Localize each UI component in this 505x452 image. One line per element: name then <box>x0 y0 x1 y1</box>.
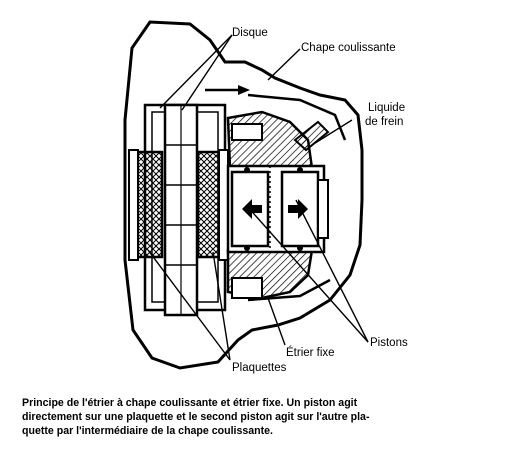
brake-caliper-diagram <box>123 20 369 370</box>
figure-caption: Principe de l'étrier à chape coulissante… <box>22 396 492 438</box>
caption-line-3: quette par l'intermédiaire de la chape c… <box>22 425 273 437</box>
label-liquide-2: de frein <box>365 116 404 128</box>
pad-left <box>134 150 164 259</box>
label-chape: Chape coulissante <box>301 42 396 54</box>
piston-arrow-right <box>298 199 308 219</box>
fluid-inlet <box>293 120 330 152</box>
label-plaquettes: Plaquettes <box>232 362 287 374</box>
caption-line-2: directement sur une plaquette et le seco… <box>22 411 370 423</box>
piston-arrow-left <box>242 199 252 219</box>
label-etrier: Étrier fixe <box>286 347 335 359</box>
label-liquide-1: Liquide <box>368 102 406 114</box>
pad-right <box>196 150 222 259</box>
label-pistons: Pistons <box>370 337 408 349</box>
caption-line-1: Principe de l'étrier à chape coulissante… <box>22 397 358 409</box>
label-disque: Disque <box>232 27 268 39</box>
